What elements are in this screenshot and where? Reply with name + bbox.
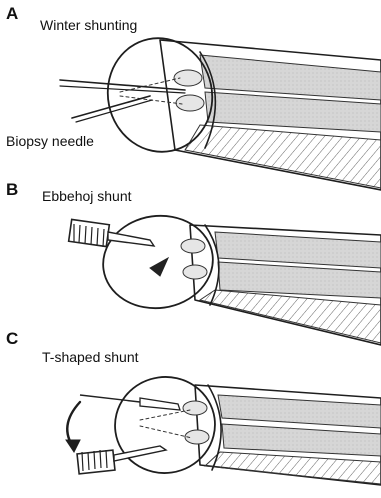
panel-b-scalpel [69,219,154,247]
panel-c-letter: C [6,330,18,347]
panel-b-letter: B [6,181,18,198]
panel-b-drawing [69,209,381,345]
panel-b-caption: Ebbehoj shunt [42,189,132,203]
panel-c-caption: T-shaped shunt [42,350,139,364]
panel-a-drawing [60,28,381,190]
panel-a-letter: A [6,5,18,22]
panel-c-drawing [66,371,381,485]
panel-c-glans [109,371,221,480]
panel-a-caption: Winter shunting [40,18,137,32]
panel-c-rotation-arrow [66,402,80,452]
panel-a-needle-label: Biopsy needle [6,134,94,148]
panel-c-scalpel-upper [80,395,180,410]
